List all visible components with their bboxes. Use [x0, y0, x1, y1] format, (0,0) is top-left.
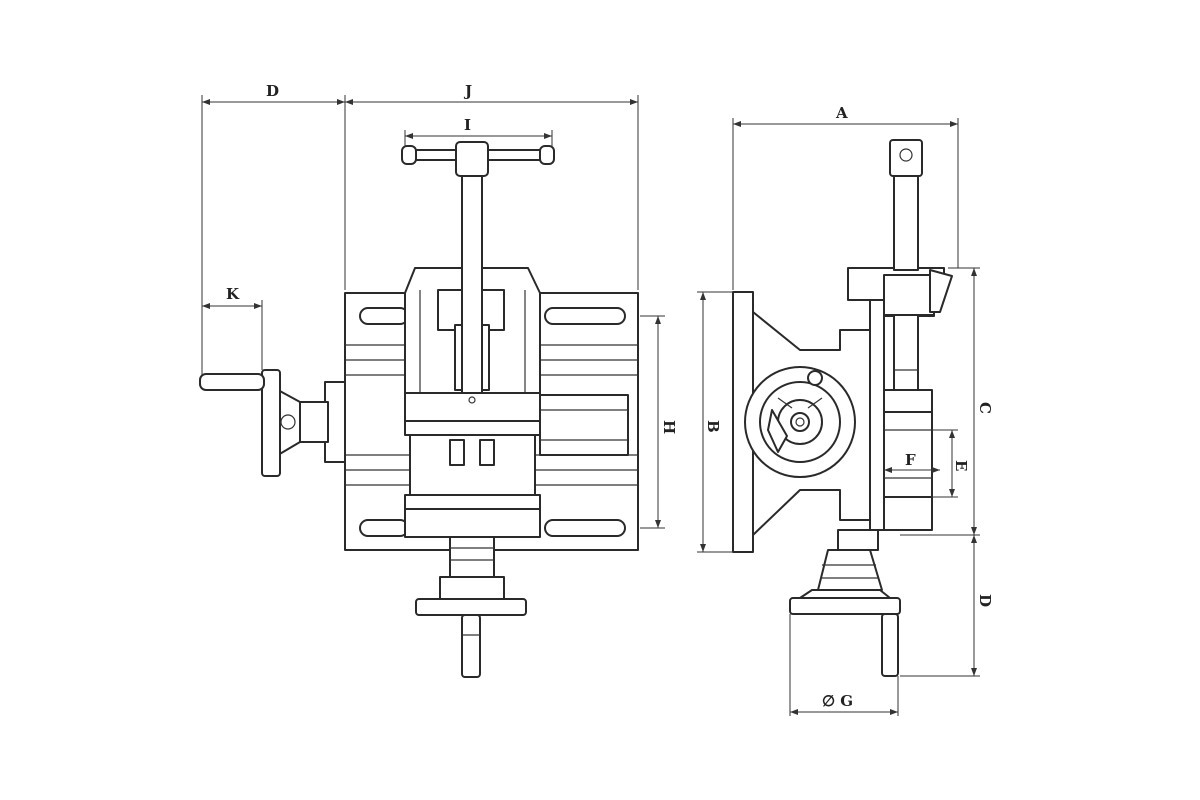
label-j: J	[463, 82, 472, 100]
label-d-front: D	[266, 82, 279, 100]
dim-c: C	[900, 267, 994, 536]
dim-d-side: D	[900, 535, 994, 677]
label-i: I	[464, 116, 471, 134]
label-g: ∅ G	[822, 692, 853, 710]
label-d-side: D	[976, 594, 994, 607]
label-c: C	[976, 402, 994, 414]
dim-d-front: D	[201, 82, 346, 375]
dim-j: J	[345, 82, 639, 290]
dim-e: E	[932, 429, 970, 498]
dim-f: F	[884, 451, 940, 473]
dim-k: K	[202, 285, 263, 370]
label-a: A	[835, 104, 848, 122]
label-b: B	[704, 420, 722, 433]
label-k: K	[226, 285, 240, 303]
label-h: H	[660, 420, 678, 434]
dim-i: I	[404, 116, 553, 146]
dim-h: H	[640, 315, 678, 529]
dim-a: A	[732, 104, 959, 290]
dim-b: B	[697, 291, 733, 553]
front-view: D J I K	[199, 82, 678, 678]
label-f: F	[905, 451, 916, 469]
dim-g: ∅ G	[789, 614, 899, 716]
label-e: E	[952, 460, 970, 471]
side-view: A B C D	[697, 104, 994, 716]
